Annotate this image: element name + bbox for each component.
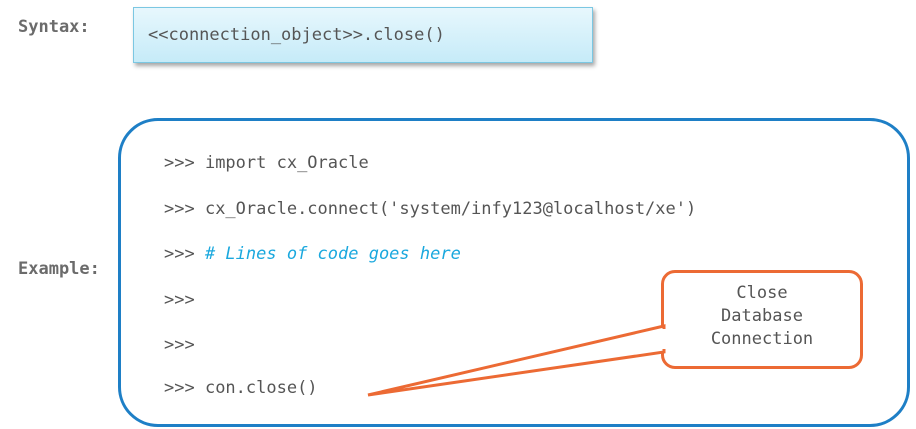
example-label: Example: — [18, 259, 100, 279]
code-text: con.close() — [194, 378, 318, 398]
code-line-5: >>> — [164, 335, 195, 355]
code-line-3: >>> # Lines of code goes here — [164, 244, 461, 264]
prompt: >>> — [164, 199, 195, 219]
syntax-box: <<connection_object>>.close() — [133, 7, 593, 63]
prompt: >>> — [164, 244, 195, 264]
callout-line-2: Database — [721, 306, 803, 326]
code-text: import cx_Oracle — [194, 153, 369, 173]
code-line-6: >>> con.close() — [164, 378, 318, 398]
prompt: >>> — [164, 290, 195, 310]
callout-line-3: Connection — [710, 329, 814, 349]
prompt: >>> — [164, 378, 195, 398]
prompt: >>> — [164, 335, 195, 355]
callout-line-1: Close — [736, 283, 788, 303]
code-comment: # Lines of code goes here — [194, 244, 461, 264]
prompt: >>> — [164, 153, 195, 173]
code-text: cx_Oracle.connect('system/infy123@localh… — [194, 199, 697, 219]
code-line-1: >>> import cx_Oracle — [164, 153, 369, 173]
code-line-4: >>> — [164, 290, 195, 310]
code-line-2: >>> cx_Oracle.connect('system/infy123@lo… — [164, 199, 696, 219]
callout-close-connection: Close Database Connection — [661, 270, 863, 369]
syntax-label: Syntax: — [18, 17, 90, 37]
syntax-code: <<connection_object>>.close() — [148, 25, 445, 45]
